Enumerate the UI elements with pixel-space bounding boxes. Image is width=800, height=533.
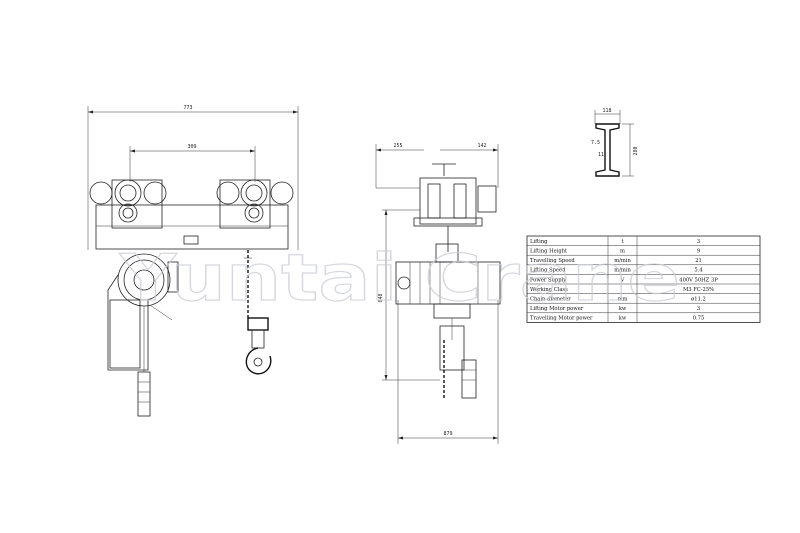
spec-row-unit: m [620,249,625,255]
hand-wheel [432,163,456,176]
side-bottom-label: 879 [443,431,452,437]
front-overall-width-label: 773 [183,105,192,111]
spec-row-label: Travelling Motor power [530,316,593,322]
side-view: 255 142 [375,143,501,444]
spec-row-value: ø11.2 [691,297,706,303]
right-trolley [216,179,294,229]
spec-row-label: Lifting Height [530,249,568,255]
spec-row-unit: kw [619,316,627,322]
spec-row-unit: m/min [614,268,631,274]
front-overall-width-dimension: 773 [87,105,299,250]
front-view: 773 309 [87,105,299,417]
spec-row-value: 5.4 [694,268,703,274]
side-lower-assembly [433,303,477,400]
left-trolley [89,179,167,229]
side-top-left-dim: 255 [393,143,402,149]
beam-height-label: 280 [633,146,639,155]
side-top-right-dim: 142 [477,143,486,149]
spec-row-value: 3 [697,239,700,245]
side-bottom-dimension: 879 [397,300,499,444]
spec-row-label: Travelling Speed [530,258,575,264]
spec-row-label: Lifting Motor power [530,306,584,312]
beam-web-label: 7.5 [591,140,600,146]
spec-row-value: 21 [695,258,702,264]
beam-flange-label: 11 [598,152,604,158]
spec-row-label: Lifting [530,239,548,245]
front-beam [95,204,289,250]
spec-row-label: Chain diameter [530,297,571,303]
side-height-dimension: 848 [378,209,440,381]
spec-row-value: 3 [697,306,700,312]
front-inner-width-dimension: 309 [129,144,256,182]
front-pendant [137,306,151,417]
watermark: Yuntai Crane [119,242,680,316]
spec-row-unit: mm [618,297,628,303]
spec-table-frame [526,235,761,323]
front-hoist-motor [107,253,179,371]
spec-row-unit: t [621,239,624,245]
spec-row-unit: kw [619,306,627,312]
side-height-label: 848 [378,293,384,302]
spec-row-unit: V [620,277,625,283]
beam-width-label: 118 [602,108,611,114]
spec-row-value: 9 [697,249,700,255]
front-chain-hook [244,250,272,375]
spec-row-unit: m/min [614,258,631,264]
spec-row-label: Lifting Speed [530,268,566,274]
side-top-dimensions: 255 142 [375,143,499,188]
spec-row-value: 400V 50HZ 3P [679,277,718,283]
spec-row-label: Power Supply [530,277,566,283]
spec-row-label: Working Class [530,287,568,293]
side-trolley [376,177,497,252]
beam-section: 118 280 7.5 11 [591,108,639,177]
spec-row-value: 0.75 [693,316,705,322]
front-inner-width-label: 309 [187,144,196,150]
spec-row-value: M3 FC-25% [683,287,714,293]
